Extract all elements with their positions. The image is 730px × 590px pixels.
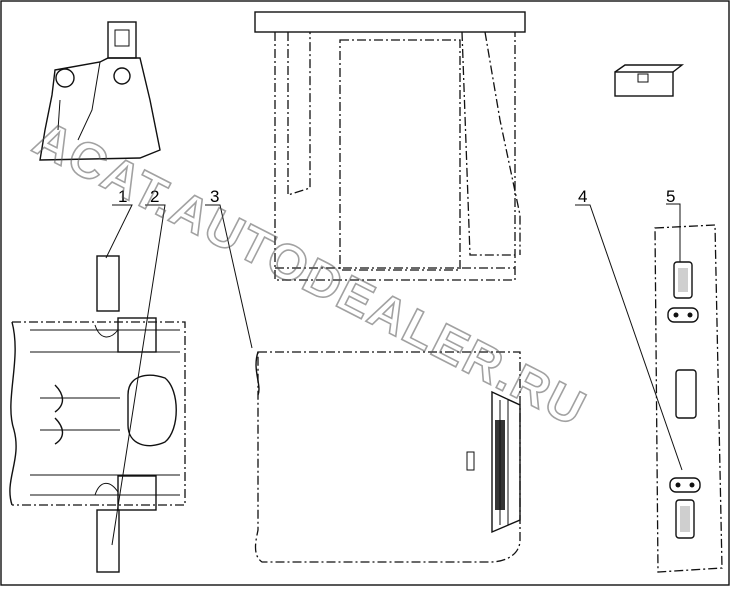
callout-3: 3 xyxy=(210,187,219,206)
side-plate xyxy=(654,224,723,573)
small-bracket-block xyxy=(614,64,685,97)
cab-frame-lower xyxy=(254,351,521,563)
clamp-assembly xyxy=(9,255,186,573)
callout-5: 5 xyxy=(666,187,675,206)
callout-4: 4 xyxy=(578,187,587,206)
cab-frame-upper xyxy=(254,11,526,281)
watermark: ACAT.AUTODEALER.RU xyxy=(25,110,596,438)
hinge-bracket xyxy=(39,21,161,161)
callout-1: 1 xyxy=(118,187,127,206)
callout-2: 2 xyxy=(150,187,159,206)
leader-lines xyxy=(105,203,683,546)
